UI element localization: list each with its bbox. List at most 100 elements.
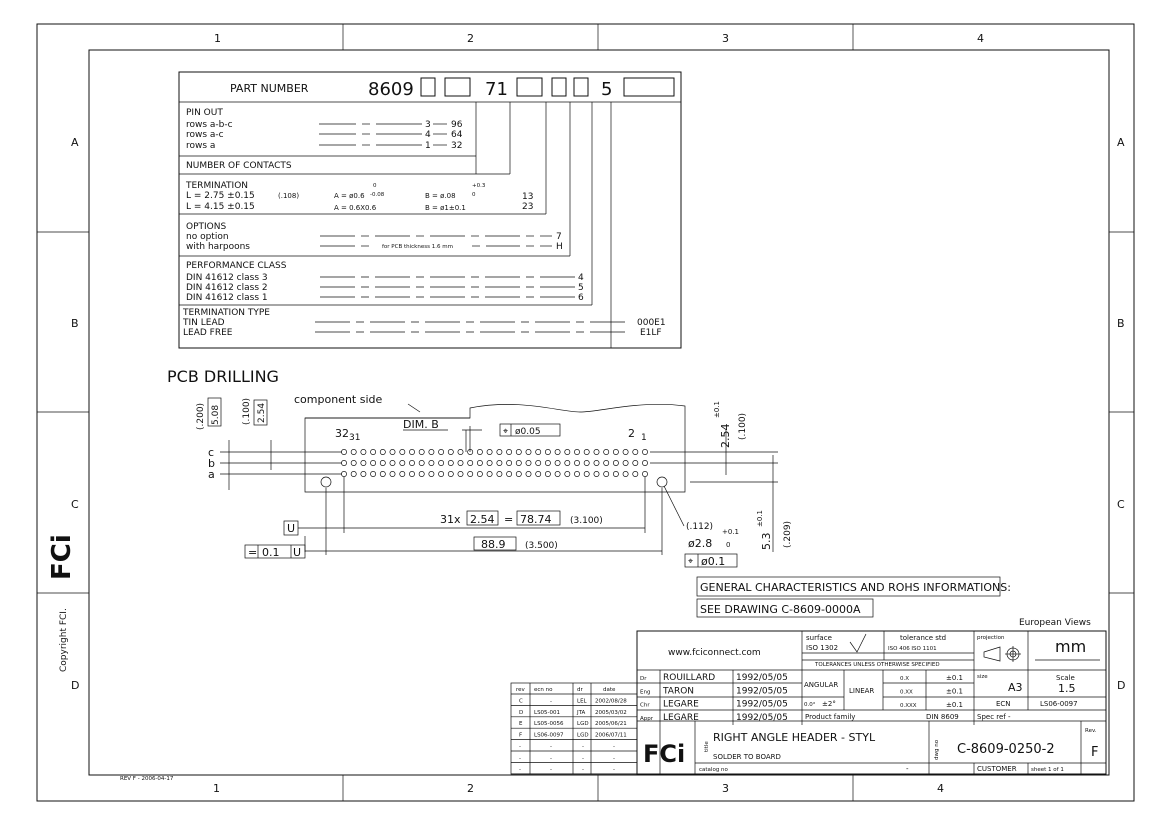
pin-hole [632, 471, 639, 477]
overall-length: 88.9 [481, 538, 506, 551]
pin-hole [525, 471, 532, 477]
pin-hole [574, 449, 580, 455]
revision-cell: 2006/07/11 [595, 733, 627, 739]
title-block: European Views www.fciconnect.com surfac… [636, 618, 1107, 775]
revision-cell: LS05-001 [534, 710, 560, 716]
pin-out-label: rows a-b-c [186, 120, 233, 130]
pin-hole [515, 471, 522, 477]
person-name: LEGARE [663, 713, 699, 723]
ecn-label: ECN [996, 700, 1011, 708]
projection-label: projection [977, 635, 1005, 641]
spec-ref: Spec ref - [977, 713, 1011, 721]
pin-hole [467, 471, 474, 477]
person-name: TARON [662, 686, 694, 696]
bottom-col-label-2: 2 [467, 782, 474, 795]
revision-cell: - [550, 744, 552, 750]
revision-cell: - [582, 744, 584, 750]
pin-label-1: 1 [641, 433, 647, 443]
rev-value: F [1091, 745, 1098, 760]
pin-hole [593, 449, 600, 455]
pin-hole [642, 460, 648, 466]
pin-hole [544, 449, 551, 455]
pin-hole [554, 449, 561, 455]
col-label-4: 4 [977, 32, 984, 45]
tolerance-std-label: tolerance std [900, 634, 946, 642]
pin-hole [603, 449, 610, 455]
row-label-a: A [71, 136, 79, 149]
pitch-value: 2.54 [470, 513, 495, 526]
pin-hole [515, 449, 522, 455]
linear-tolerance: ±0.1 [946, 674, 963, 682]
termination-code: 23 [522, 202, 533, 212]
option-note: for PCB thickness 1.6 mm [382, 244, 453, 250]
pin-hole [486, 449, 493, 455]
row-label-a: a [208, 468, 215, 481]
person-role: Chr [640, 703, 650, 709]
revision-cell: C [519, 698, 523, 704]
rev-stamp: REV F - 2006-04-17 [120, 776, 174, 782]
overall-length-in: (3.500) [525, 541, 558, 551]
hole-dia-tol-dn: 0 [726, 541, 730, 549]
product-family: DIN 8609 [926, 713, 959, 721]
note-line-1: GENERAL CHARACTERISTICS AND ROHS INFORMA… [700, 581, 1011, 594]
row-label-c: c [208, 446, 214, 459]
pin-hole [389, 471, 396, 477]
pin-hole [379, 471, 386, 477]
pin-hole [622, 449, 629, 455]
pin-hole [370, 449, 377, 455]
pin-hole [447, 460, 454, 466]
pin-hole [554, 460, 561, 466]
revision-cell: 2002/08/28 [595, 698, 627, 704]
pin-hole [632, 460, 639, 466]
pin-hole [496, 471, 503, 477]
termination-a-tol-up: 0 [373, 183, 377, 189]
termination-type-title: TERMINATION TYPE [182, 308, 270, 318]
person-role: Dr [640, 676, 647, 682]
pin-hole [418, 449, 425, 455]
pin-hole [564, 471, 571, 477]
pin-hole [603, 460, 610, 466]
person-date: 1992/05/05 [736, 700, 788, 710]
pin-label-31: 31 [349, 433, 360, 443]
revision-cell: LS06-0097 [534, 733, 564, 739]
rev-label: Rev. [1085, 728, 1097, 734]
pin-hole [399, 449, 406, 455]
pin-hole [418, 471, 425, 477]
row-label-d: D [71, 679, 79, 692]
size-value: A3 [1008, 681, 1023, 694]
pin-hole [554, 471, 561, 477]
pcb-drilling-view: PCB DRILLING component side DIM. B ⌖ ø0.… [167, 367, 793, 568]
fci-logo: FCi [643, 740, 685, 768]
linear-label: LINEAR [849, 687, 874, 695]
performance-label: DIN 41612 class 3 [186, 273, 268, 283]
title-label: title [704, 741, 710, 752]
part-number-suffix: 5 [601, 79, 612, 100]
pin-hole [438, 460, 445, 466]
title-line-2: SOLDER TO BOARD [713, 753, 781, 761]
row-label-b: B [71, 317, 79, 330]
pin-hole [583, 449, 590, 455]
pin-label-2: 2 [628, 427, 635, 440]
pin-hole [428, 460, 435, 466]
pin-hole [622, 460, 629, 466]
pin-hole [525, 460, 532, 466]
row-label-c: C [71, 498, 79, 511]
termination-type-code: 000E1 [637, 318, 666, 328]
pin-out-label: rows a-c [186, 130, 224, 140]
termination-a: A = 0.6X0.6 [334, 204, 377, 212]
pin-hole [457, 460, 464, 466]
hole-dia: ø2.8 [688, 537, 712, 550]
bottom-col-label-4: 4 [937, 782, 944, 795]
hole-dia-tol-up: +0.1 [722, 528, 739, 536]
dim-53-tol: ±0.1 [756, 510, 764, 527]
termination-extra: (.108) [278, 192, 299, 200]
pin-hole [476, 460, 483, 466]
right-dim-254: 2.54 [719, 424, 732, 449]
row-label-b-right: B [1117, 317, 1125, 330]
flatness-symbol: = [248, 546, 257, 559]
pin-hole [535, 471, 542, 477]
performance-title: PERFORMANCE CLASS [186, 261, 287, 271]
linear-format: 0.X [900, 676, 909, 682]
pin-out-code: 1 [425, 141, 431, 151]
